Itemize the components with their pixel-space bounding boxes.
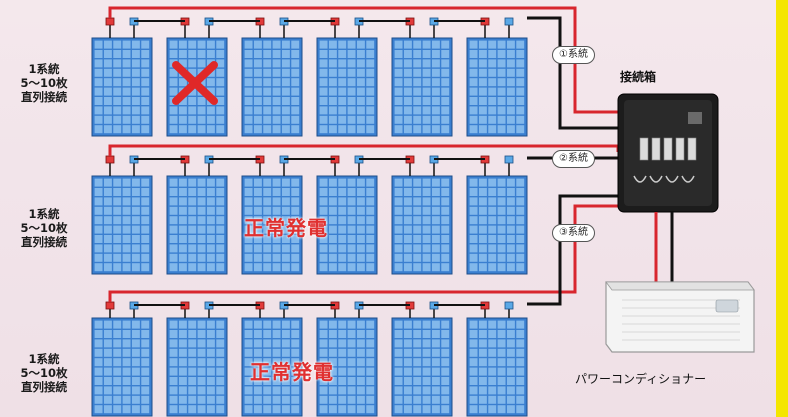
circuit-3-tag: ③系統 [552,224,595,242]
connector-plus [105,17,115,26]
power-conditioner-label: パワーコンディショナー [575,372,707,386]
solar-panel-icon [166,155,228,275]
connector-minus [504,301,514,310]
solar-panel-icon [466,155,528,275]
solar-panel-icon [241,155,303,275]
power-conditioner-icon [605,281,755,353]
connector-minus [504,155,514,164]
panel-row-3 [91,301,528,417]
solar-panel-icon [466,17,528,137]
circuit-2-tag: ②系統 [552,150,595,168]
panel-row-2 [91,155,528,275]
accent-band [776,0,788,417]
solar-panel-icon [91,17,153,137]
solar-panel-icon [91,155,153,275]
junction-box-icon [617,93,719,213]
solar-panel-icon [91,301,153,417]
feeder-wire-2-plus [108,144,620,156]
solar-panel-icon [391,155,453,275]
feeder-wire-3-plus [108,204,618,302]
feeder-wire-1-minus [527,16,618,130]
solar-panel-icon [391,301,453,417]
solar-panel-icon [316,17,378,137]
solar-panel-icon [241,17,303,137]
solar-panel-icon [466,301,528,417]
solar-panel-icon [316,301,378,417]
cross-mark-icon [172,61,218,105]
junction-box-title: 接続箱 [620,70,657,84]
solar-panel-icon [166,301,228,417]
row-3-status: 正常発電 [250,360,334,384]
feeder-wire-3-minus [527,194,618,306]
row-2-status: 正常発電 [244,216,328,240]
circuit-1-tag: ①系統 [552,46,595,64]
connector-plus [105,155,115,164]
solar-panel-icon [241,301,303,417]
connector-plus [105,301,115,310]
solar-panel-icon [391,17,453,137]
solar-panel-icon [316,155,378,275]
feeder-wire-1-plus [108,6,618,114]
solar-panel-icon [166,17,228,137]
panel-row-1 [91,17,528,137]
connector-minus [504,17,514,26]
